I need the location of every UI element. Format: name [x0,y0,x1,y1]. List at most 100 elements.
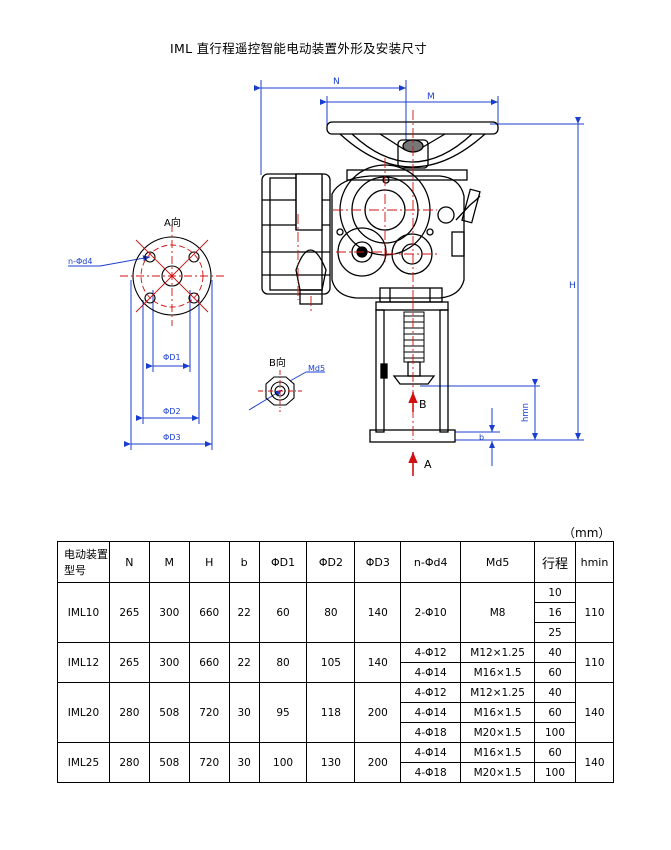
header-b: b [228,541,260,583]
cell-d4: 4-Φ18 [400,722,462,743]
cell-h: 660 [188,582,230,643]
cell-h: 720 [188,682,230,743]
table-row: IML12 265 300 660 22 80 105 140 4-Φ12 M1… [57,642,615,683]
dim-n-label: N [333,77,340,87]
cell-stroke: 16 [534,602,576,623]
header-model: 电动装置型号 [57,541,110,583]
cell-d1: 100 [258,742,308,783]
dimension-lines [68,80,584,466]
table-row: 4-Φ14 M16×1.5 60 [58,662,614,683]
cell-n: 280 [108,682,150,743]
stem-b-view [258,370,302,412]
header-m: M [148,541,190,583]
cell-m: 300 [148,582,190,643]
cell-h: 660 [188,642,230,683]
cell-md5: M20×1.5 [460,762,536,783]
cell-stroke: 10 [534,582,576,603]
actuator-body [261,121,499,443]
cell-md5: M16×1.5 [460,702,536,723]
cell-stroke: 25 [534,622,576,643]
cell-model: IML25 [57,742,110,783]
cell-stroke: 100 [534,722,576,743]
cell-model: IML12 [57,642,110,683]
cell-md5: M16×1.5 [460,662,536,683]
table-row: IML10 265 300 660 22 60 80 140 2-Φ10 M8 … [57,582,615,643]
cell-hmin: 140 [574,682,615,743]
header-hmin: hmin [574,541,615,583]
cell-m: 508 [148,682,190,743]
cell-md5: M12×1.25 [460,642,536,663]
cell-d2: 118 [306,682,356,743]
cell-n: 265 [108,642,150,683]
header-h: H [188,541,230,583]
cell-d1: 95 [258,682,308,743]
actuator-drawing: N M H hmn b A向 B向 n-Φd4 ΦD1 ΦD2 ΦD3 Md5 … [68,77,584,476]
cell-d2: 105 [306,642,356,683]
cell-d3: 200 [354,742,402,783]
table-row: 4-Φ18 M20×1.5 100 [58,762,614,783]
cell-d4: 4-Φ12 [400,682,462,703]
header-d2: ΦD2 [306,541,356,583]
arrow-b-label: B [419,398,427,411]
phi-d3-label: ΦD3 [163,433,181,442]
center-lines [297,110,438,440]
table-row: 25 [58,622,614,643]
unit-label: （mm） [563,526,611,540]
cell-d4: 4-Φ12 [400,642,462,663]
cell-d3: 200 [354,682,402,743]
cell-d4: 4-Φ14 [400,702,462,723]
page-title: IML 直行程遥控智能电动装置外形及安装尺寸 [170,41,428,56]
cell-m: 508 [148,742,190,783]
header-d3: ΦD3 [354,541,402,583]
cell-model: IML20 [57,682,110,743]
cell-stroke: 60 [534,702,576,723]
spec-table: 电动装置型号 N M H b ΦD1 ΦD2 ΦD3 n-Φd4 Md5 行程 … [57,541,615,783]
dim-h-label: H [569,281,576,291]
cell-hmin: 110 [574,642,615,683]
md5-label: Md5 [308,364,325,373]
table-row: IML25 280 508 720 30 100 130 200 4-Φ14 M… [57,742,615,783]
view-b-label: B向 [269,356,286,369]
cell-n: 280 [108,742,150,783]
dim-b-label: b [479,433,484,442]
header-n: N [108,541,150,583]
cell-md5: M8 [460,582,536,643]
phi-d2-label: ΦD2 [163,407,181,416]
header-d4: n-Φd4 [400,541,462,583]
cell-d3: 140 [354,642,402,683]
dim-m-label: M [427,92,435,102]
phi-d1-label: ΦD1 [163,353,181,362]
cell-m: 300 [148,642,190,683]
header-stroke: 行程 [534,541,576,583]
table-row: 4-Φ14 M16×1.5 60 [58,702,614,723]
cell-b: 22 [228,642,260,683]
cell-n: 265 [108,582,150,643]
cell-stroke: 60 [534,742,576,763]
cell-stroke: 40 [534,682,576,703]
cell-stroke: 40 [534,642,576,663]
cell-model: IML10 [57,582,110,643]
table-row: 4-Φ18 M20×1.5 100 [58,722,614,743]
cell-d4: 4-Φ18 [400,762,462,783]
cell-d1: 60 [258,582,308,643]
cell-d4: 2-Φ10 [400,582,462,643]
view-a-label: A向 [164,216,181,229]
cell-md5: M16×1.5 [460,742,536,763]
cell-d4: 4-Φ14 [400,742,462,763]
cell-h: 720 [188,742,230,783]
table-header-row: 电动装置型号 N M H b ΦD1 ΦD2 ΦD3 n-Φd4 Md5 行程 … [57,541,615,583]
table-row: IML20 280 508 720 30 95 118 200 4-Φ12 M1… [57,682,615,743]
flange-a-view [120,224,224,326]
cell-md5: M20×1.5 [460,722,536,743]
cell-stroke: 100 [534,762,576,783]
header-d1: ΦD1 [258,541,308,583]
cell-stroke: 60 [534,662,576,683]
cell-b: 22 [228,582,260,643]
cell-md5: M12×1.25 [460,682,536,703]
cell-b: 30 [228,742,260,783]
cell-hmin: 140 [574,742,615,783]
arrow-a-label: A [424,458,432,471]
n-phi-d4-label: n-Φd4 [68,257,92,266]
cell-d1: 80 [258,642,308,683]
cell-d3: 140 [354,582,402,643]
